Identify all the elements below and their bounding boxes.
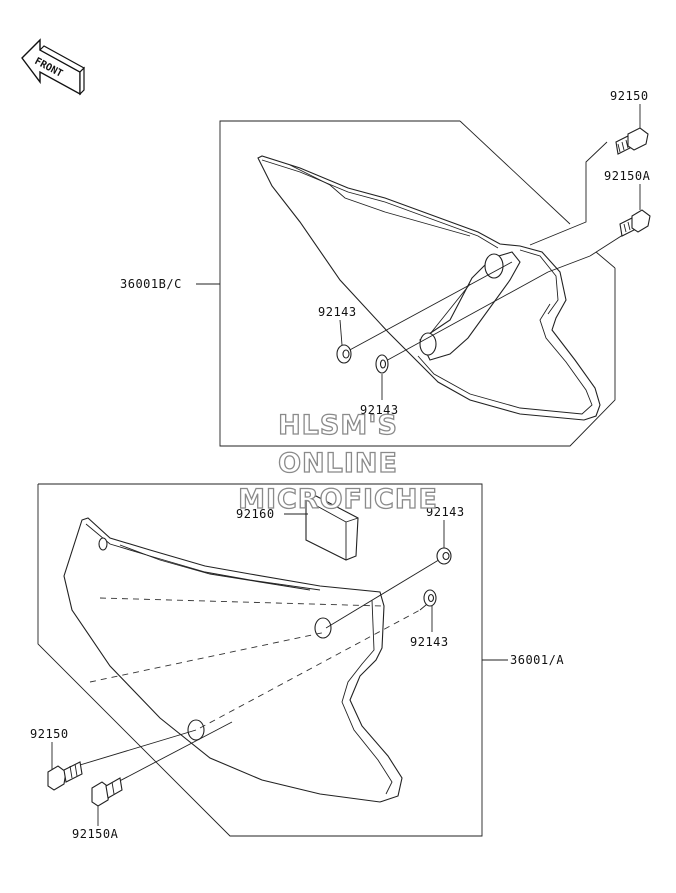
watermark-line-1: HLSM'S bbox=[278, 410, 398, 441]
bolt-92150A-bottom bbox=[91, 777, 123, 807]
label-92143-c: 92143 bbox=[426, 505, 465, 519]
front-arrow-icon: FRONT bbox=[21, 38, 85, 96]
label-92143-b: 92143 bbox=[360, 403, 399, 417]
collar-92143-d bbox=[423, 589, 437, 607]
bolt-92150-bottom bbox=[47, 761, 83, 791]
watermark-line-2: ONLINE bbox=[278, 448, 398, 479]
label-92150-bottom: 92150 bbox=[30, 727, 69, 741]
collar-92143-c bbox=[436, 547, 452, 565]
collar-92143-a bbox=[336, 344, 352, 364]
label-92150-top: 92150 bbox=[610, 89, 649, 103]
watermark-line-3: MICROFICHE bbox=[238, 484, 438, 515]
label-92143-d: 92143 bbox=[410, 635, 449, 649]
label-92160: 92160 bbox=[236, 507, 275, 521]
label-36001BC: 36001B/C bbox=[120, 277, 182, 291]
bolt-92150A-top bbox=[619, 209, 651, 237]
watermark: HLSM'S ONLINE MICROFICHE bbox=[237, 409, 438, 515]
bolt-92150-top bbox=[615, 127, 649, 155]
label-92150A-top: 92150A bbox=[604, 169, 651, 183]
lower-side-cover-assembly bbox=[37, 483, 508, 837]
side-cover-36001A bbox=[63, 517, 403, 803]
label-92150A-bottom: 92150A bbox=[72, 827, 119, 841]
label-92143-a: 92143 bbox=[318, 305, 357, 319]
upper-side-cover-assembly bbox=[196, 104, 651, 447]
pad-92160 bbox=[305, 495, 359, 561]
collar-92143-b bbox=[375, 354, 389, 374]
label-36001A: 36001/A bbox=[510, 653, 564, 667]
side-cover-36001BC bbox=[257, 155, 601, 421]
